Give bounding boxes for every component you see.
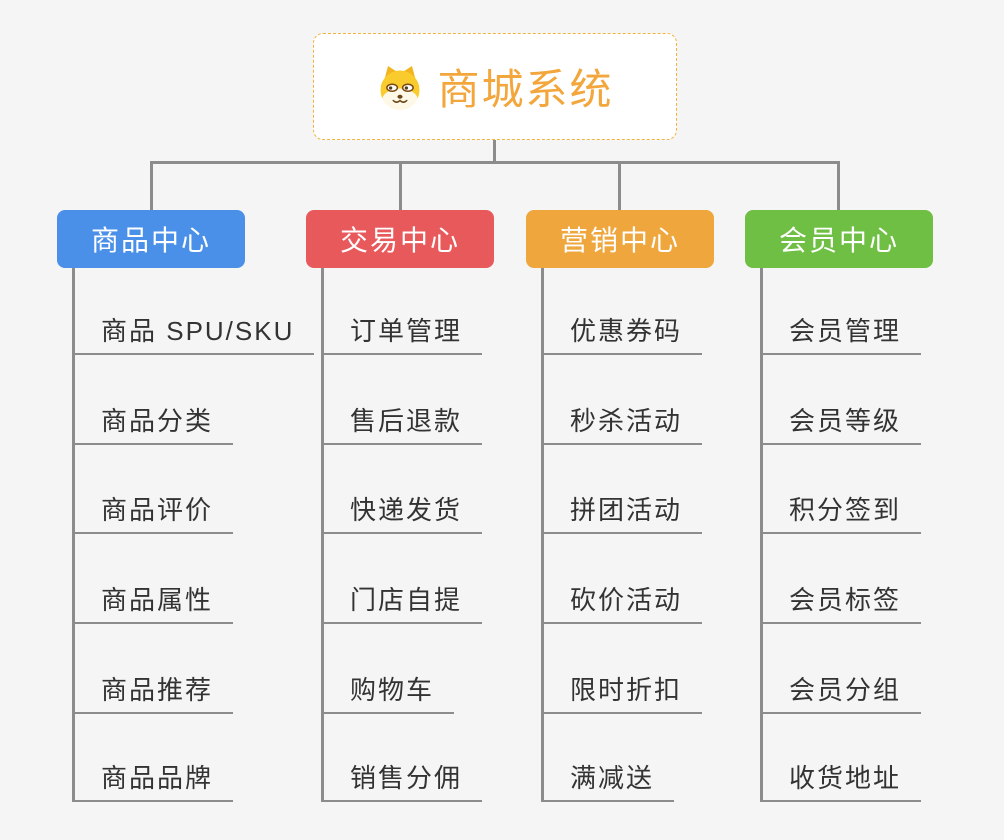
branch-item[interactable]: 优惠券码 bbox=[541, 315, 703, 355]
branch-header-product[interactable]: 商品中心 bbox=[57, 210, 245, 268]
branch-spine bbox=[72, 268, 75, 802]
root-node[interactable]: 商城系统 bbox=[313, 33, 677, 140]
branch-item[interactable]: 砍价活动 bbox=[541, 584, 703, 624]
connector-trunk bbox=[493, 140, 496, 163]
branch-item[interactable]: 商品品牌 bbox=[72, 762, 234, 802]
branch-item[interactable]: 售后退款 bbox=[321, 405, 483, 445]
connector-drop-trade bbox=[399, 161, 402, 210]
branch-spine bbox=[541, 268, 544, 802]
branch-header-trade[interactable]: 交易中心 bbox=[306, 210, 494, 268]
connector-horizontal bbox=[150, 161, 840, 164]
branch-item[interactable]: 商品分类 bbox=[72, 405, 234, 445]
branch-item[interactable]: 会员管理 bbox=[760, 315, 922, 355]
branch-item[interactable]: 限时折扣 bbox=[541, 674, 703, 714]
branch-header-member[interactable]: 会员中心 bbox=[745, 210, 933, 268]
branch-item[interactable]: 会员分组 bbox=[760, 674, 922, 714]
branch-item[interactable]: 商品推荐 bbox=[72, 674, 234, 714]
branch-item[interactable]: 门店自提 bbox=[321, 584, 483, 624]
branch-item[interactable]: 订单管理 bbox=[321, 315, 483, 355]
branch-spine bbox=[760, 268, 763, 802]
branch-item[interactable]: 销售分佣 bbox=[321, 762, 483, 802]
connector-drop-product bbox=[150, 161, 153, 210]
branch-item[interactable]: 拼团活动 bbox=[541, 494, 703, 534]
branch-column-member: 会员中心 会员管理 会员等级 积分签到 会员标签 会员分组 收货地址 bbox=[745, 210, 997, 810]
branch-item[interactable]: 收货地址 bbox=[760, 762, 922, 802]
branch-item[interactable]: 满减送 bbox=[541, 762, 675, 802]
branch-item[interactable]: 会员标签 bbox=[760, 584, 922, 624]
branch-item[interactable]: 商品评价 bbox=[72, 494, 234, 534]
branch-item[interactable]: 秒杀活动 bbox=[541, 405, 703, 445]
branch-header-marketing[interactable]: 营销中心 bbox=[526, 210, 714, 268]
branch-item[interactable]: 积分签到 bbox=[760, 494, 922, 534]
branch-item[interactable]: 快递发货 bbox=[321, 494, 483, 534]
branch-spine bbox=[321, 268, 324, 802]
branch-column-marketing: 营销中心 优惠券码 秒杀活动 拼团活动 砍价活动 限时折扣 满减送 bbox=[526, 210, 778, 810]
branch-column-trade: 交易中心 订单管理 售后退款 快递发货 门店自提 购物车 销售分佣 bbox=[306, 210, 558, 810]
connector-drop-member bbox=[837, 161, 840, 210]
branch-item[interactable]: 会员等级 bbox=[760, 405, 922, 445]
root-title: 商城系统 bbox=[437, 66, 614, 113]
branch-item[interactable]: 商品属性 bbox=[72, 584, 234, 624]
branch-item[interactable]: 商品 SPU/SKU bbox=[72, 315, 315, 355]
doge-icon bbox=[376, 63, 424, 111]
branch-item[interactable]: 购物车 bbox=[321, 674, 455, 714]
branch-column-product: 商品中心 商品 SPU/SKU 商品分类 商品评价 商品属性 商品推荐 商品品牌 bbox=[57, 210, 315, 810]
connector-drop-marketing bbox=[618, 161, 621, 210]
